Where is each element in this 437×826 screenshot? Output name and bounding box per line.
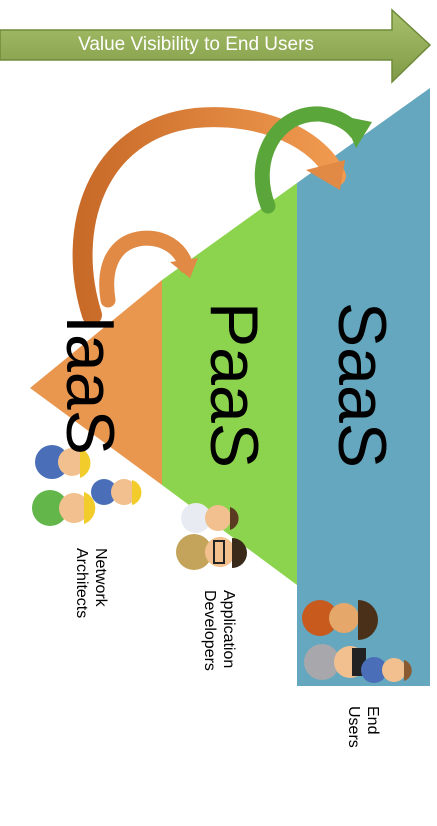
network-architects-label: Network Architects xyxy=(72,548,110,668)
application-developers-line-1: Application xyxy=(219,590,238,710)
application-developers-label: Application Developers xyxy=(200,590,238,710)
network-architects-line-1: Network xyxy=(91,548,110,668)
paas-label: PaaS xyxy=(199,235,269,535)
end-users-label: End Users xyxy=(344,706,382,826)
application-developers-line-2: Developers xyxy=(200,590,219,710)
end-users-line-2: Users xyxy=(344,706,363,826)
saas-label: SaaS xyxy=(327,235,397,535)
network-architects-line-2: Architects xyxy=(72,548,91,668)
end-users-line-1: End xyxy=(363,706,382,826)
iaas-label: IaaS xyxy=(55,235,125,535)
banner-label: Value Visibility to End Users xyxy=(0,30,392,60)
